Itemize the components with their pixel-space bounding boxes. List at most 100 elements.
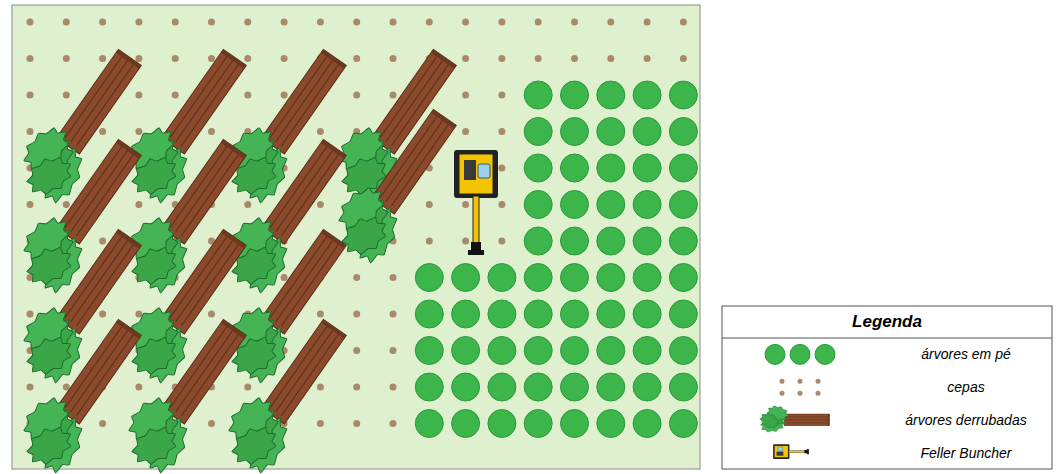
stump bbox=[135, 128, 142, 135]
stump bbox=[607, 55, 614, 62]
standing-tree bbox=[488, 337, 516, 365]
stump bbox=[498, 165, 505, 172]
stump bbox=[426, 201, 433, 208]
legend-text: cepas bbox=[880, 371, 1052, 404]
standing-tree bbox=[815, 344, 835, 364]
standing-tree bbox=[452, 264, 480, 292]
stump bbox=[27, 201, 34, 208]
standing-tree bbox=[488, 264, 516, 292]
stump bbox=[63, 19, 70, 26]
stump bbox=[498, 92, 505, 99]
stump bbox=[498, 238, 505, 245]
stump bbox=[571, 19, 578, 26]
standing-tree bbox=[633, 227, 661, 255]
standing-tree bbox=[597, 264, 625, 292]
feller-buncher bbox=[454, 150, 498, 255]
standing-tree bbox=[669, 81, 697, 109]
stump bbox=[27, 55, 34, 62]
felled-trees bbox=[1, 126, 157, 307]
standing-tree bbox=[524, 191, 552, 219]
standing-tree bbox=[597, 154, 625, 182]
stump bbox=[244, 55, 251, 62]
felled-trees bbox=[206, 36, 362, 217]
stump bbox=[798, 391, 803, 396]
standing-tree bbox=[669, 154, 697, 182]
standing-tree bbox=[669, 118, 697, 146]
standing-tree bbox=[524, 118, 552, 146]
stump bbox=[244, 384, 251, 391]
standing-tree bbox=[597, 81, 625, 109]
standing-tree bbox=[452, 373, 480, 401]
felled-trees bbox=[1, 306, 157, 474]
stump bbox=[99, 55, 106, 62]
stump bbox=[535, 19, 542, 26]
standing-tree bbox=[633, 337, 661, 365]
standing-tree bbox=[524, 81, 552, 109]
felled-trees bbox=[316, 36, 472, 217]
stump bbox=[353, 347, 360, 354]
stump bbox=[498, 55, 505, 62]
standing-tree bbox=[524, 227, 552, 255]
legend-text: árvores derrubadas bbox=[880, 404, 1052, 437]
standing-tree bbox=[561, 81, 589, 109]
standing-tree bbox=[452, 300, 480, 328]
stump bbox=[390, 55, 397, 62]
stump bbox=[135, 311, 142, 318]
stump bbox=[244, 201, 251, 208]
standing-tree bbox=[669, 191, 697, 219]
stump bbox=[317, 384, 324, 391]
stump bbox=[498, 201, 505, 208]
stump bbox=[798, 379, 803, 384]
stump bbox=[172, 92, 179, 99]
standing-tree bbox=[597, 118, 625, 146]
standing-tree bbox=[633, 81, 661, 109]
felled-trees bbox=[1, 36, 157, 217]
standing-tree bbox=[597, 373, 625, 401]
standing-tree bbox=[415, 337, 443, 365]
stump bbox=[172, 55, 179, 62]
stump bbox=[353, 274, 360, 281]
standing-tree bbox=[633, 410, 661, 438]
standing-tree bbox=[452, 410, 480, 438]
stump bbox=[27, 19, 34, 26]
feller-buncher bbox=[773, 444, 809, 459]
standing-tree bbox=[524, 154, 552, 182]
legend-text: Feller Buncher bbox=[880, 436, 1052, 469]
standing-tree bbox=[561, 373, 589, 401]
stump bbox=[317, 420, 324, 427]
stump bbox=[462, 19, 469, 26]
stump bbox=[208, 55, 215, 62]
standing-tree bbox=[597, 337, 625, 365]
stump bbox=[135, 384, 142, 391]
standing-tree bbox=[524, 410, 552, 438]
standing-tree bbox=[597, 227, 625, 255]
stump bbox=[607, 19, 614, 26]
stump bbox=[462, 92, 469, 99]
stump bbox=[208, 311, 215, 318]
stump bbox=[426, 19, 433, 26]
stump bbox=[353, 311, 360, 318]
standing-tree bbox=[561, 227, 589, 255]
stump bbox=[780, 391, 785, 396]
standing-tree bbox=[669, 337, 697, 365]
stump bbox=[816, 391, 821, 396]
stump bbox=[680, 55, 687, 62]
stump bbox=[27, 92, 34, 99]
standing-tree bbox=[524, 373, 552, 401]
standing-tree bbox=[669, 410, 697, 438]
stump bbox=[99, 311, 106, 318]
stump bbox=[99, 19, 106, 26]
stump bbox=[317, 201, 324, 208]
standing-tree bbox=[415, 264, 443, 292]
standing-tree bbox=[488, 373, 516, 401]
stump bbox=[390, 420, 397, 427]
stump bbox=[462, 238, 469, 245]
standing-tree bbox=[561, 337, 589, 365]
standing-tree bbox=[488, 300, 516, 328]
stump bbox=[462, 128, 469, 135]
stump bbox=[462, 55, 469, 62]
standing-tree bbox=[452, 337, 480, 365]
stump bbox=[244, 19, 251, 26]
stump bbox=[27, 384, 34, 391]
standing-tree bbox=[669, 373, 697, 401]
